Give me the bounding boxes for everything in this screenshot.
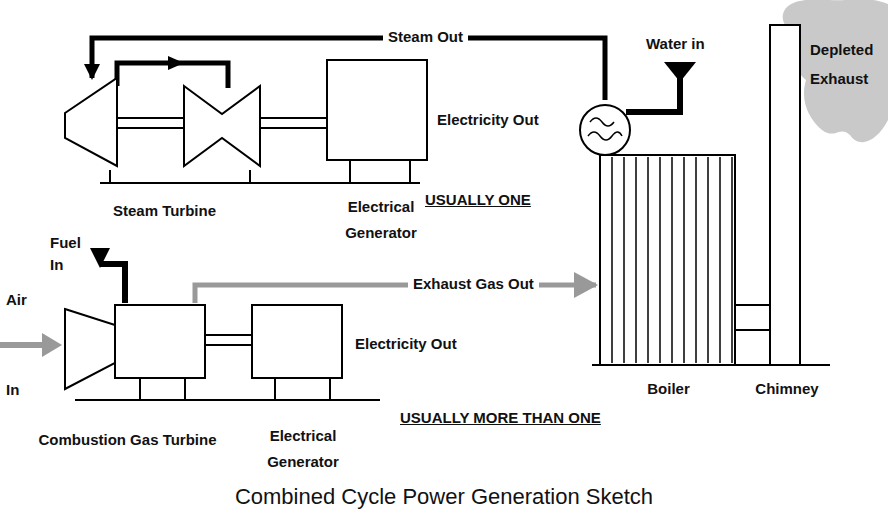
equipment-node: Steam Turbine <box>62 78 267 224</box>
equipment-label: Steam Turbine <box>113 198 216 224</box>
count-note: USUALLY MORE THAN ONE <box>400 408 640 428</box>
flow-arrow <box>42 333 62 357</box>
equipment-label: Electrical Generator <box>245 423 361 476</box>
equipment-label: Chimney <box>755 376 818 402</box>
equipment-node: Electrical Generator <box>319 60 443 246</box>
equipment-shape <box>596 100 741 402</box>
equipment-shape <box>10 303 245 453</box>
connector-label: Exhaust Gas Out <box>408 274 539 294</box>
diagram-caption: Combined Cycle Power Generation Sketch <box>0 484 888 510</box>
equipment-node: Electrical Generator <box>245 303 361 475</box>
air-line <box>0 342 46 348</box>
boiler-unit: Boiler <box>596 100 741 402</box>
flow-arrow <box>90 248 110 268</box>
connector-label: Steam Out <box>383 27 468 47</box>
callout-label: Fuel In <box>50 232 94 276</box>
callout-label: Electricity Out <box>437 110 577 130</box>
callout-label: Water in <box>646 34 746 54</box>
equipment-shape <box>319 60 443 246</box>
callout-label: Depleted Exhaust <box>810 36 884 93</box>
fuel-pipe <box>100 264 125 303</box>
flow-arrow <box>664 62 696 82</box>
callout-label: Electricity Out <box>355 334 495 354</box>
equipment-label: Combustion Gas Turbine <box>38 427 216 453</box>
equipment-label: Boiler <box>647 376 690 402</box>
equipment-label: Electrical Generator <box>319 194 443 247</box>
water-pipe <box>626 78 680 112</box>
callout-label: Air In <box>6 255 36 435</box>
count-note: USUALLY ONE <box>425 190 565 210</box>
flow-arrow <box>168 56 184 70</box>
equipment-node: Combustion Gas Turbine <box>10 303 245 453</box>
equipment-shape <box>245 303 361 475</box>
